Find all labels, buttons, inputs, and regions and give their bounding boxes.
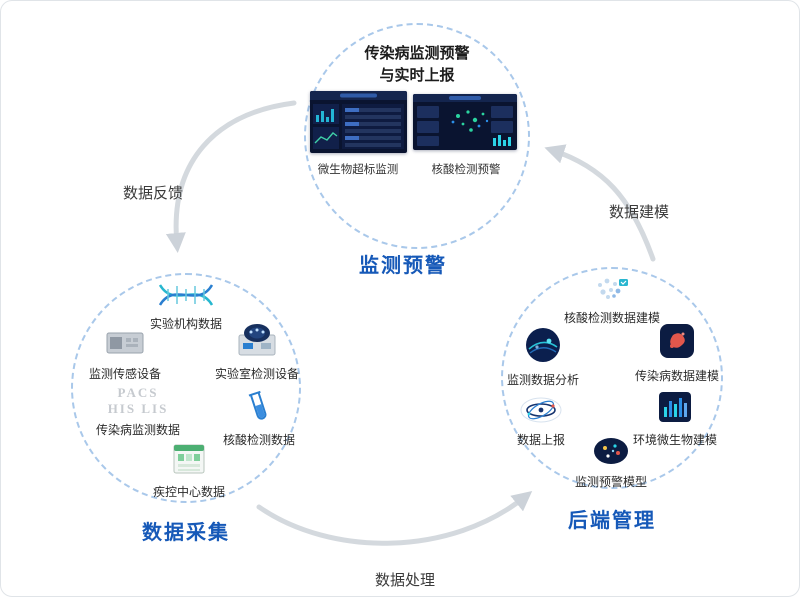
monitoring-title-line1: 传染病监测预警 (364, 45, 470, 62)
item-lab-org: 实验机构数据 (129, 283, 243, 332)
label-backend: 后端管理 (568, 510, 656, 532)
microbial-dashboard-art (310, 91, 407, 153)
item-infectious-model: 传染病数据建模 (629, 323, 725, 384)
bar-chart-icon (658, 391, 692, 423)
arrow-processing (256, 490, 533, 546)
monitoring-title-line2: 与实时上报 (379, 66, 455, 84)
caption-nucleic: 核酸检测预警 (431, 164, 501, 176)
item-analysis-label: 监测数据分析 (506, 373, 579, 387)
item-infectious-model-label: 传染病数据建模 (634, 369, 719, 383)
pacs-his-lis-watermark: PACS HIS LIS (108, 385, 169, 416)
lab-analyzer-icon (237, 321, 277, 357)
item-nucleic: 核酸检测数据 (215, 389, 303, 448)
nucleic-dashboard-image (413, 94, 517, 150)
cdc-cabinet-icon (172, 443, 206, 475)
item-nucleic-model-label: 核酸检测数据建模 (563, 311, 660, 325)
watermark-line2: HIS LIS (107, 400, 169, 416)
item-report-label: 数据上报 (516, 433, 565, 447)
watermark-line1: PACS (117, 385, 159, 400)
item-lab-org-label: 实验机构数据 (149, 317, 222, 331)
label-monitoring: 监测预警 (359, 255, 447, 277)
microbial-dashboard-image (310, 91, 407, 153)
item-infectious-label: 传染病监测数据 (95, 422, 180, 437)
monitoring-title: 传染病监测预警 与实时上报 (317, 43, 517, 87)
item-warning-model-label: 监测预警模型 (574, 475, 647, 489)
scatter-model-icon (594, 277, 630, 301)
atom-orbit-icon (520, 397, 562, 423)
caption-microbial: 微生物超标监测 (317, 164, 399, 176)
item-env-model: 环境微生物建模 (627, 391, 723, 448)
item-nucleic-label: 核酸检测数据 (222, 433, 295, 447)
arrow-label-processing: 数据处理 (375, 572, 436, 589)
arrow-label-feedback: 数据反馈 (123, 185, 184, 202)
test-tube-icon (246, 389, 271, 424)
virus-model-icon (659, 323, 695, 359)
sensor-device-icon (106, 329, 144, 357)
item-sensor: 监测传感设备 (77, 329, 173, 382)
item-infectious: PACS HIS LIS 传染病监测数据 (83, 385, 193, 438)
item-lab-device-label: 实验室检测设备 (214, 367, 299, 381)
item-report: 数据上报 (503, 397, 579, 448)
dna-icon (158, 283, 214, 307)
arrow-label-modeling: 数据建模 (609, 204, 670, 221)
item-cdc-label: 疾控中心数据 (152, 485, 225, 499)
dots-model-icon (593, 437, 629, 465)
label-collection: 数据采集 (142, 522, 230, 544)
item-analysis: 监测数据分析 (497, 327, 589, 388)
nucleic-dashboard-art (413, 94, 517, 150)
item-nucleic-model: 核酸检测数据建模 (549, 277, 675, 326)
arrow-feedback (165, 100, 297, 253)
item-sensor-label: 监测传感设备 (88, 367, 161, 381)
data-analysis-globe-icon (525, 327, 561, 363)
item-lab-device: 实验室检测设备 (207, 321, 307, 382)
item-cdc: 疾控中心数据 (139, 443, 239, 500)
item-warning-model: 监测预警模型 (561, 437, 661, 490)
item-env-model-label: 环境微生物建模 (632, 433, 717, 447)
